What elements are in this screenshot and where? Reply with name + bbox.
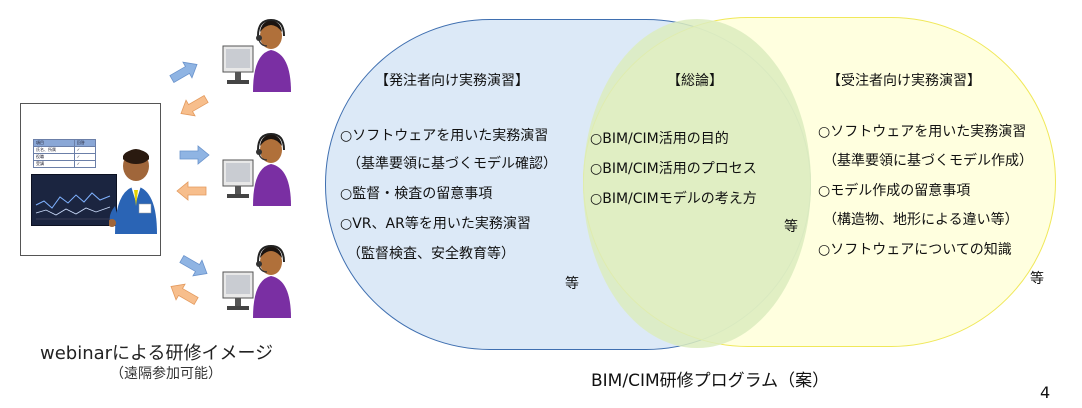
arrow-out-icon — [179, 145, 210, 165]
board-table: 項目 回答 氏名、所属 ✓ 役職 ✓ 受講 ✓ — [33, 139, 97, 168]
left-item: （監督検査、安全教育等） — [347, 246, 515, 262]
left-item: ○ソフトウェアを用いた実務演習 — [340, 128, 549, 144]
program-title: BIM/CIM研修プログラム（案） — [591, 371, 830, 391]
arrow-in-icon — [170, 283, 199, 305]
board-table-cell: 役職 — [33, 153, 75, 161]
arrow-out-icon — [179, 255, 208, 277]
remote-participant-icon — [222, 132, 291, 206]
page-number: 4 — [1040, 383, 1051, 402]
right-etc: 等 — [1030, 271, 1044, 287]
board-table-cell: ✓ — [73, 146, 97, 154]
chart-screen — [31, 174, 117, 226]
arrow-out-icon — [169, 61, 198, 83]
board-table-cell: ✓ — [73, 153, 97, 161]
left-item: ○VR、AR等を用いた実務演習 — [340, 216, 531, 232]
board-table-header: 回答 — [73, 139, 97, 147]
center-item: ○BIM/CIM活用の目的 — [590, 131, 729, 147]
venn-overlap-region — [583, 19, 811, 348]
right-item: ○モデル作成の留意事項 — [818, 183, 971, 199]
board-table-cell: 氏名、所属 — [33, 146, 75, 154]
webinar-subcaption: （遠隔参加可能） — [110, 366, 222, 382]
right-item: （構造物、地形による違い等） — [823, 212, 1019, 228]
right-heading: 【受注者向け実務演習】 — [827, 73, 981, 89]
presenter-board: 項目 回答 氏名、所属 ✓ 役職 ✓ 受講 ✓ — [20, 103, 161, 256]
right-item: ○ソフトウェアについての知識 — [818, 242, 1012, 258]
right-item: （基準要領に基づくモデル作成） — [823, 153, 1033, 169]
arrow-in-icon — [180, 95, 209, 117]
board-table-cell: ✓ — [73, 160, 97, 168]
arrow-in-icon — [176, 181, 207, 201]
presenter-icon — [109, 149, 157, 234]
remote-participant-icon — [222, 244, 291, 318]
center-etc: 等 — [784, 219, 798, 235]
center-heading: 【総論】 — [667, 73, 723, 89]
center-item: ○BIM/CIM活用のプロセス — [590, 161, 757, 177]
board-table-cell: 受講 — [33, 160, 75, 168]
board-table-header: 項目 — [33, 139, 75, 147]
center-item: ○BIM/CIMモデルの考え方 — [590, 191, 757, 207]
left-item: （基準要領に基づくモデル確認） — [347, 156, 557, 172]
webinar-caption: webinarによる研修イメージ — [40, 343, 274, 364]
left-item: ○監督・検査の留意事項 — [340, 186, 493, 202]
left-heading: 【発注者向け実務演習】 — [375, 73, 529, 89]
remote-participant-icon — [222, 18, 291, 92]
left-etc: 等 — [565, 276, 579, 292]
right-item: ○ソフトウェアを用いた実務演習 — [818, 124, 1027, 140]
screen-graph-icon — [35, 192, 112, 220]
